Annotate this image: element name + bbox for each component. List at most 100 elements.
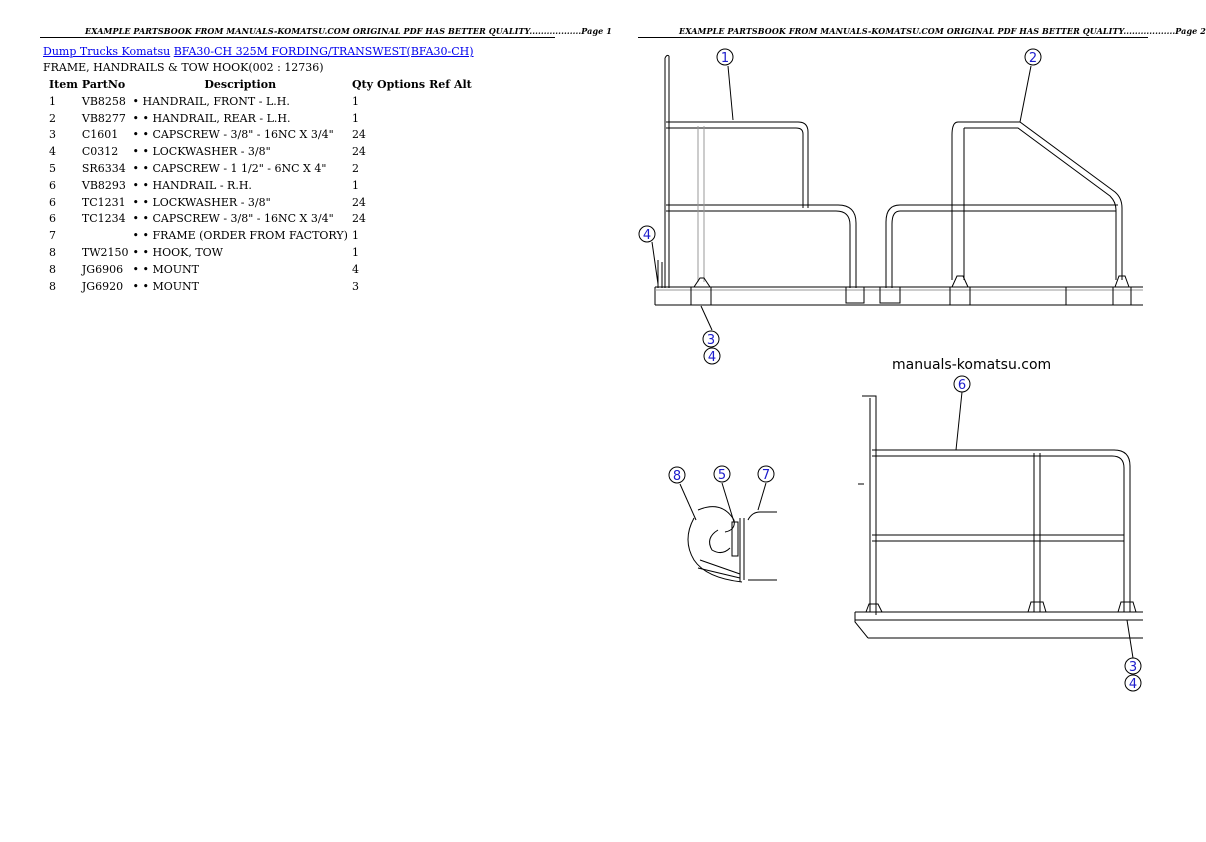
cell-description: • • LOCKWASHER - 3/8": [132, 145, 271, 159]
cell-item: 6: [49, 178, 56, 192]
cell-qty: 3: [351, 279, 359, 293]
callout-circle: [953, 375, 971, 393]
cell-partno: JG6920: [81, 279, 124, 293]
cell-partno: C0312: [81, 145, 119, 159]
cell-qty: 4: [351, 262, 359, 276]
callout-circle: [638, 225, 656, 243]
tow-hook-drawing: [687, 506, 777, 583]
breadcrumb: Dump Trucks Komatsu BFA30-CH 325M FORDIN…: [43, 45, 474, 58]
callout-circle: [702, 330, 720, 348]
cell-qty: 1: [351, 229, 359, 243]
cell-item: 8: [49, 262, 56, 276]
cell-partno: VB8277: [81, 111, 126, 125]
callout-balloon: 3: [702, 330, 720, 348]
cell-partno: JG6906: [81, 262, 124, 276]
cell-item: 1: [49, 94, 56, 108]
cell-qty: 1: [351, 111, 359, 125]
cell-item: 6: [49, 195, 56, 209]
callout-number: 2: [1029, 51, 1037, 66]
column-header-partno: PartNo: [81, 77, 126, 91]
callout-balloon: 2: [1024, 48, 1042, 66]
cell-qty: 1: [351, 246, 359, 260]
cell-item: 6: [49, 212, 56, 226]
page-header: EXAMPLE PARTSBOOK FROM MANUALS-KOMATSU.C…: [85, 26, 612, 36]
column-header-ref: Ref: [429, 77, 450, 91]
callout-number: 8: [673, 469, 681, 484]
cell-item: 2: [49, 111, 56, 125]
cell-item: 8: [49, 279, 56, 293]
callout-circle: [1024, 48, 1042, 66]
callout-balloon: 7: [757, 465, 775, 483]
cell-partno: C1601: [81, 128, 119, 142]
cell-qty: 1: [351, 178, 359, 192]
header-divider: [40, 37, 555, 38]
callout-balloon: 6: [953, 375, 971, 393]
leader-lines: [651, 65, 1134, 659]
cell-item: 3: [49, 128, 56, 142]
front-handrail-drawing: [654, 54, 1143, 306]
cell-description: • • CAPSCREW - 3/8" - 16NC X 3/4": [132, 128, 334, 142]
cell-description: • • CAPSCREW - 1 1/2" - 6NC X 4": [132, 162, 327, 176]
cell-qty: 24: [351, 145, 366, 159]
table-row: 7• • FRAME (ORDER FROM FACTORY)1: [44, 227, 474, 244]
cell-qty: 2: [351, 162, 359, 176]
callout-number: 4: [643, 228, 651, 243]
cell-qty: 24: [351, 195, 366, 209]
cell-description: • • HOOK, TOW: [132, 246, 223, 260]
cell-partno: TW2150: [81, 246, 129, 260]
cell-partno: VB8293: [81, 178, 126, 192]
callout-circle: [716, 48, 734, 66]
table-row: 8 TW2150• • HOOK, TOW 1: [44, 244, 474, 261]
callout-group: 1 2 4 3 4 6 8 5 7 3 4: [638, 48, 1142, 692]
rear-handrail-drawing: [885, 121, 1132, 306]
cell-item: 4: [49, 145, 56, 159]
callout-circle: [703, 347, 721, 365]
column-header-description: Description: [204, 77, 277, 91]
parts-page-1: EXAMPLE PARTSBOOK FROM MANUALS-KOMATSU.C…: [0, 0, 612, 842]
column-header-item: Item: [49, 77, 78, 91]
callout-balloon: 1: [716, 48, 734, 66]
cell-partno: TC1231: [81, 195, 126, 209]
cell-partno: VB8258: [81, 94, 126, 108]
page-header: EXAMPLE PARTSBOOK FROM MANUALS-KOMATSU.C…: [679, 26, 1206, 36]
section-title: FRAME, HANDRAILS & TOW HOOK(002 : 12736): [43, 61, 324, 74]
cell-description: • HANDRAIL, FRONT - L.H.: [132, 94, 290, 108]
callout-number: 3: [1129, 660, 1137, 675]
callout-balloon: 4: [638, 225, 656, 243]
callout-circle: [1124, 674, 1142, 692]
table-row: 6 VB8293 • • HANDRAIL - R.H. 1: [44, 177, 474, 194]
callout-circle: [668, 466, 686, 484]
callout-balloon: 5: [713, 465, 731, 483]
breadcrumb-link-model[interactable]: BFA30-CH 325M FORDING/TRANSWEST(BFA30-CH…: [173, 45, 474, 58]
callout-number: 4: [708, 350, 716, 365]
header-divider: [638, 37, 1148, 38]
cell-description: • • MOUNT: [132, 262, 199, 276]
column-header-alt: Alt: [453, 77, 472, 91]
cell-item: 8: [49, 246, 56, 260]
cell-partno: SR6334: [81, 162, 126, 176]
cell-qty: 24: [351, 212, 366, 226]
breadcrumb-link-dump-trucks[interactable]: Dump Trucks Komatsu: [43, 45, 171, 58]
parts-page-2: EXAMPLE PARTSBOOK FROM MANUALS-KOMATSU.C…: [595, 0, 1206, 842]
callout-balloon: 8: [668, 466, 686, 484]
cell-qty: 1: [351, 94, 359, 108]
callout-circle: [757, 465, 775, 483]
callout-balloon: 3: [1124, 657, 1142, 675]
callout-number: 7: [762, 468, 770, 483]
callout-number: 6: [958, 378, 966, 393]
right-handrail-drawing: [854, 395, 1143, 639]
callout-balloon: 4: [1124, 674, 1142, 692]
callout-balloon: 4: [703, 347, 721, 365]
cell-description: • • HANDRAIL - R.H.: [132, 178, 252, 192]
callout-number: 4: [1129, 677, 1137, 692]
callout-number: 5: [718, 468, 726, 483]
table-row: 8 JG6906 • • MOUNT 4: [44, 261, 474, 278]
callout-number: 1: [721, 51, 729, 66]
